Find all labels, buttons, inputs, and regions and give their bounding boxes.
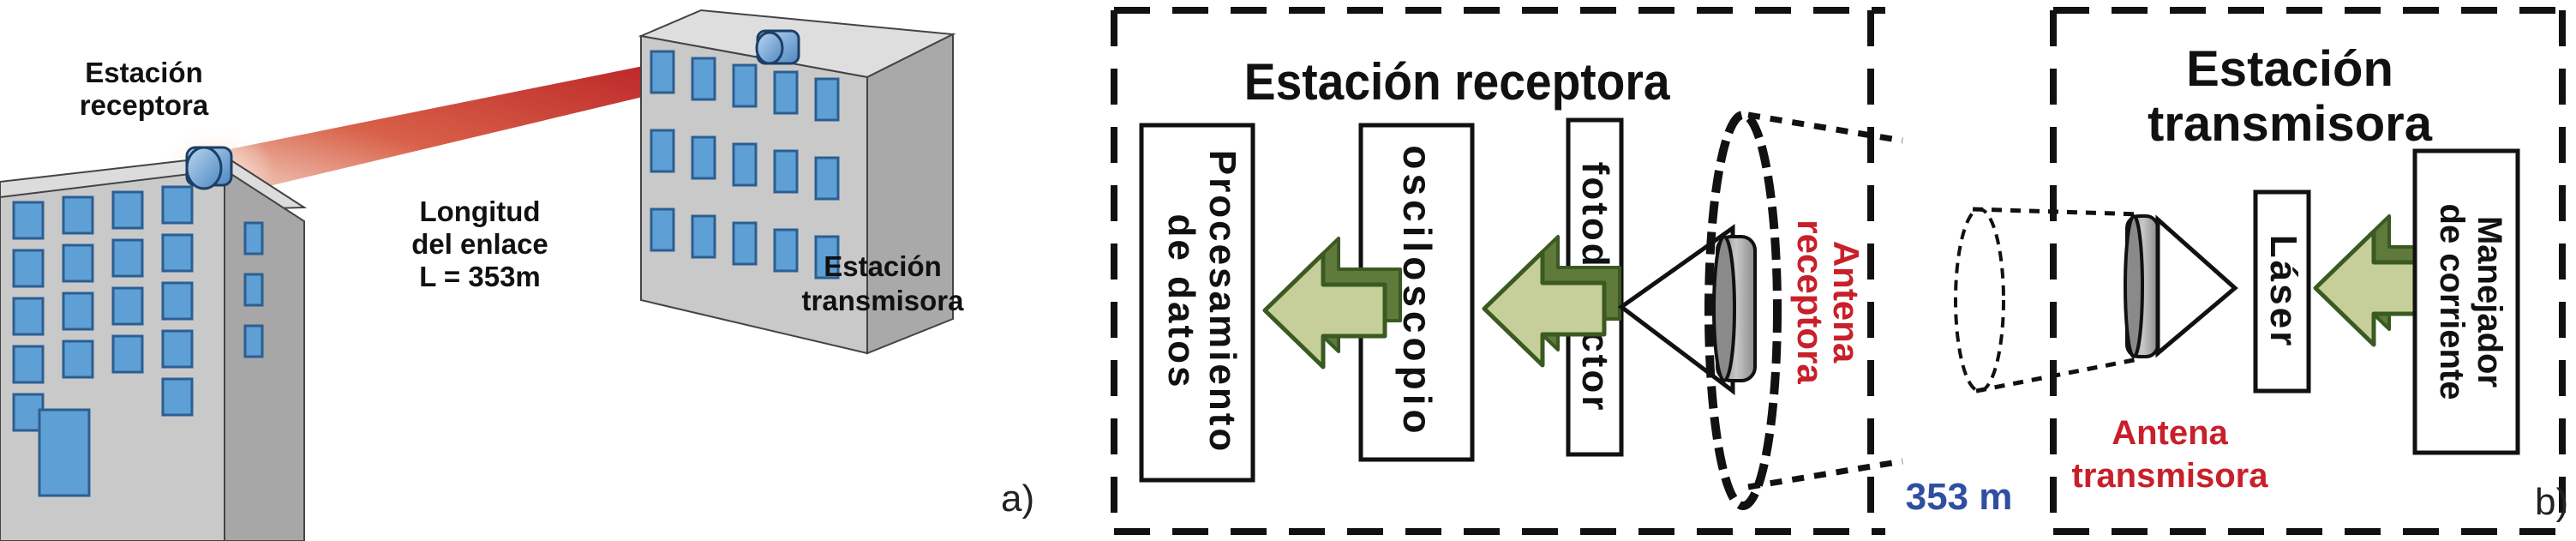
oscilloscope-label: osciloscopio <box>1395 145 1440 437</box>
window <box>12 249 45 288</box>
flow-arrow <box>1262 237 1402 370</box>
data-processing-label-1: Procesamiento <box>1201 150 1243 454</box>
window <box>243 324 264 358</box>
window <box>62 292 94 331</box>
window <box>773 228 799 273</box>
window <box>62 243 94 283</box>
laser-label: Láser <box>2262 235 2304 348</box>
window <box>62 340 94 379</box>
transmitting-antenna-aperture <box>1954 207 2005 393</box>
window <box>814 77 840 122</box>
current-driver-label-2: de corriente <box>2433 204 2471 400</box>
transmitter-station-title-1: Estación <box>2186 41 2393 97</box>
window <box>111 334 144 374</box>
window <box>691 135 716 180</box>
flow-arrow <box>1482 235 1621 368</box>
transmitter-station-border <box>2050 7 2571 535</box>
window <box>161 377 194 417</box>
window <box>12 297 45 336</box>
link-length-label-1: Longitud <box>419 195 540 227</box>
window <box>243 221 264 255</box>
panel-b: Estación receptora Estación transmisora … <box>1111 7 2571 535</box>
window <box>243 273 264 307</box>
flow-arrows <box>1262 214 2453 370</box>
receiver-station-label-a2: receptora <box>80 89 209 121</box>
window <box>161 329 194 369</box>
receiver-station-title: Estación receptora <box>1244 54 1671 111</box>
link-line-bottom <box>1747 458 1903 490</box>
receiving-antenna-label-1: Antena <box>1826 241 1866 364</box>
link-line-top <box>1747 111 1903 144</box>
transmitter-station-label-a1: Estación <box>824 250 942 282</box>
window <box>650 50 675 94</box>
receiver-antenna-head <box>185 146 233 190</box>
window <box>732 142 758 187</box>
receiver-building-windows <box>12 185 264 432</box>
receiving-antenna-aperture <box>1704 111 1782 510</box>
link-length-label-3: L = 353m <box>419 261 541 292</box>
receiver-station-label-a1: Estación <box>85 57 203 88</box>
receiver-building <box>0 154 308 541</box>
tx-link-bottom <box>1975 356 2143 394</box>
current-driver-label-1: Manejador <box>2471 216 2508 388</box>
distance-label: 353 m <box>1906 476 2013 518</box>
receiver-building-door <box>38 408 91 497</box>
panel-b-tag: b) <box>2535 481 2568 523</box>
window <box>12 201 45 240</box>
window <box>62 195 94 235</box>
window <box>814 235 840 280</box>
window <box>732 221 758 266</box>
current-driver-block: Manejador de corriente <box>2412 148 2520 455</box>
window <box>111 238 144 278</box>
transmitter-antenna-head <box>755 29 800 65</box>
laser-beam <box>213 41 776 195</box>
window <box>773 70 799 115</box>
window <box>650 207 675 252</box>
receiving-lens <box>1712 235 1757 382</box>
window <box>650 129 675 173</box>
transmitter-station-label-a2: transmisora <box>802 285 965 316</box>
link-length-label-2: del enlace <box>411 228 548 260</box>
window <box>732 63 758 108</box>
window <box>12 393 45 432</box>
window <box>161 233 194 273</box>
window <box>161 185 194 225</box>
window <box>161 281 194 321</box>
window <box>773 149 799 194</box>
window <box>814 156 840 201</box>
transmitter-building-windows <box>650 50 840 280</box>
transmitting-antenna-label-1: Antena <box>2112 414 2228 452</box>
receiving-antenna-label-2: receptora <box>1790 219 1830 384</box>
transmitter-building <box>638 9 956 355</box>
laser-block: Láser <box>2253 189 2311 394</box>
window <box>111 190 144 230</box>
data-processing-label-2: de datos <box>1160 214 1202 390</box>
window <box>12 345 45 384</box>
window <box>691 57 716 101</box>
transmitting-lens <box>2124 214 2160 358</box>
data-processing-block: Procesamiento de datos <box>1139 123 1255 483</box>
transmitting-lens-cone <box>2155 214 2238 358</box>
panel-a: Estación receptora Longitud del enlace L… <box>0 9 1034 541</box>
transmitter-station-title-2: transmisora <box>2148 96 2433 152</box>
window <box>111 286 144 326</box>
receiver-station-border <box>1111 7 1885 535</box>
panel-a-tag: a) <box>1001 478 1034 520</box>
transmitting-antenna-label-2: transmisora <box>2072 457 2269 495</box>
window <box>691 214 716 259</box>
tx-link-top <box>1972 207 2143 217</box>
